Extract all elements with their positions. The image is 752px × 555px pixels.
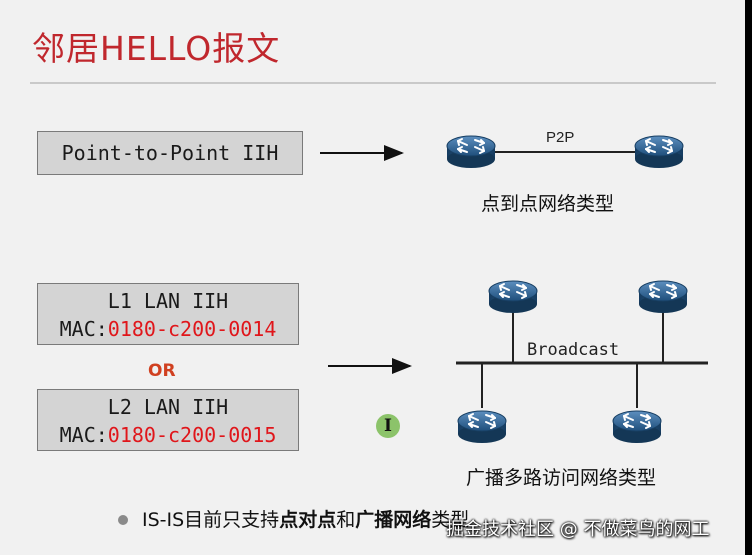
p2p-network-caption: 点到点网络类型 xyxy=(481,193,615,215)
router-icon xyxy=(634,135,684,169)
or-label: OR xyxy=(148,361,176,381)
l2-mac-line: MAC:0180-c200-0015 xyxy=(38,421,298,449)
slide-title: 邻居HELLO报文 xyxy=(32,29,281,68)
l1-mac-line: MAC:0180-c200-0014 xyxy=(38,315,298,343)
window-edge xyxy=(745,0,752,555)
router-icon xyxy=(446,135,496,169)
watermark: 掘金技术社区 @ 不做菜鸟的网工 xyxy=(446,519,710,540)
router-icon xyxy=(612,410,662,444)
router-icon xyxy=(638,280,688,314)
bullet-bold-1: 点对点 xyxy=(279,509,337,531)
p2p-link-label: P2P xyxy=(546,129,575,146)
bullet-text: IS-IS目前只支持点对点和广播网络类型 xyxy=(142,505,469,532)
text-cursor-icon: I xyxy=(376,414,400,438)
broadcast-network-caption: 广播多路访问网络类型 xyxy=(466,467,657,489)
l1-mac-value: 0180-c200-0014 xyxy=(107,317,277,341)
router-icon xyxy=(457,410,507,444)
l1-mac-prefix: MAC: xyxy=(59,317,108,341)
p2p-iih-label: Point-to-Point IIH xyxy=(61,141,279,165)
bullet-suffix: 类型 xyxy=(431,509,470,531)
router-icon xyxy=(488,280,538,314)
l1-lan-iih-box: L1 LAN IIH MAC:0180-c200-0014 xyxy=(37,283,299,345)
l2-mac-prefix: MAC: xyxy=(59,423,108,447)
bullet-prefix: IS-IS目前只支持 xyxy=(142,509,280,531)
l2-lan-iih-box: L2 LAN IIH MAC:0180-c200-0015 xyxy=(37,389,299,451)
l2-mac-value: 0180-c200-0015 xyxy=(107,423,277,447)
bullet-dot xyxy=(118,515,128,525)
l2-lan-iih-label: L2 LAN IIH xyxy=(107,395,229,419)
p2p-iih-box: Point-to-Point IIH xyxy=(37,131,303,175)
bullet-middle: 和 xyxy=(336,509,356,531)
bullet-bold-2: 广播网络 xyxy=(355,509,432,531)
l1-lan-iih-label: L1 LAN IIH xyxy=(107,289,229,313)
title-divider xyxy=(30,82,716,84)
broadcast-link-label: Broadcast xyxy=(527,340,620,360)
